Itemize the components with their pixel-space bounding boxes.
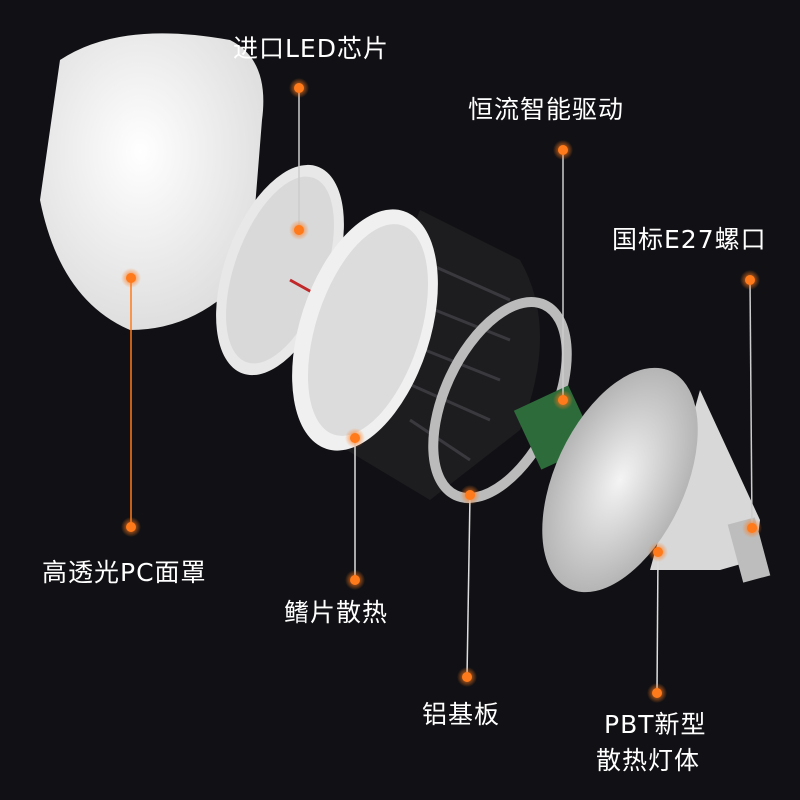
dot-icon [121,268,141,288]
label-fins: 鳍片散热 [284,598,389,627]
label-pbt-line2: 散热灯体 [596,746,701,775]
dot-icon [289,220,309,240]
leader-lines [130,88,753,694]
dot-icon [648,542,668,562]
pc-cover-part [40,33,264,330]
dot-icon [121,517,141,537]
dot-icon [740,270,760,290]
dot-icon [457,667,477,687]
pbt-body-part [542,367,771,593]
dot-icon [345,570,365,590]
dot-icon [345,428,365,448]
dot-icon [460,485,480,505]
label-pc-cover: 高透光PC面罩 [42,558,207,587]
dot-icon [553,140,573,160]
dot-icon [742,518,762,538]
label-pbt-line1: PBT新型 [604,710,707,739]
dot-icon [289,78,309,98]
label-aluminum: 铝基板 [422,700,501,729]
label-e27: 国标E27螺口 [612,225,767,254]
dot-icon [553,390,573,410]
label-led-chip: 进口LED芯片 [233,34,389,63]
heatsink-part [292,209,540,500]
label-driver: 恒流智能驱动 [468,95,625,124]
dot-icon [647,683,667,703]
callout-dots [121,78,762,703]
